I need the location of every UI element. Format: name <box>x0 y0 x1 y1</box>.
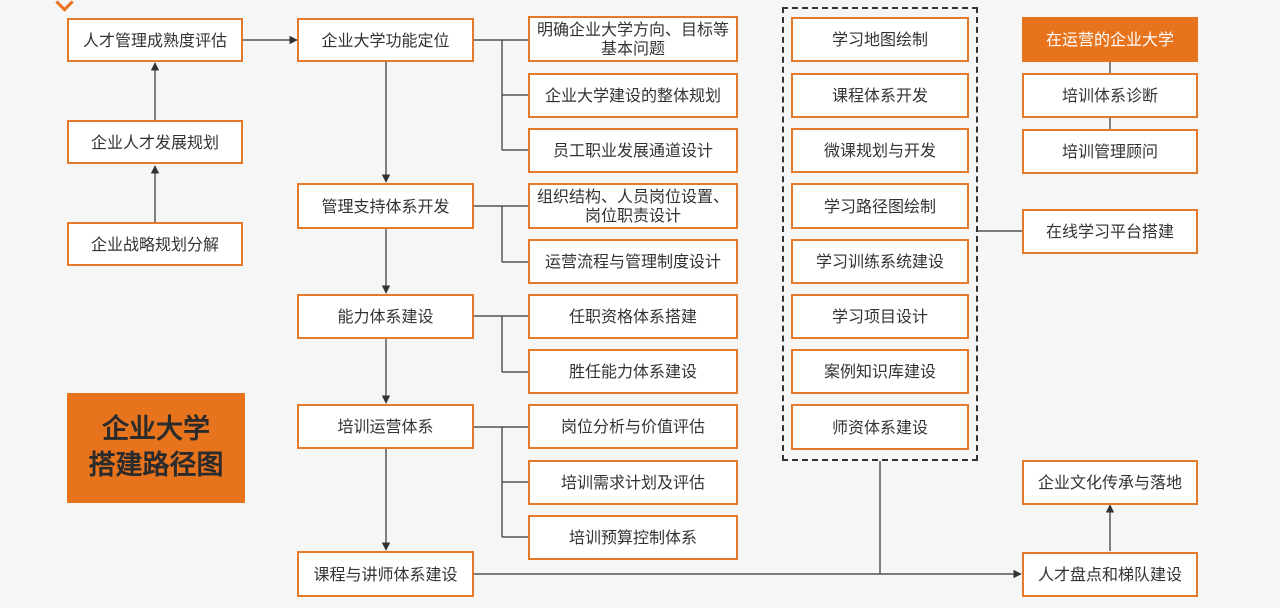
node-training-operations: 培训运营体系 <box>297 404 474 449</box>
title-line-2: 搭建路径图 <box>88 450 224 481</box>
node-strategy-decomposition: 企业战略规划分解 <box>67 222 243 266</box>
node-operating-university-header: 在运营的企业大学 <box>1022 17 1198 62</box>
node-sub-budget-control: 培训预算控制体系 <box>528 515 738 560</box>
title-line-1: 企业大学 <box>102 414 210 445</box>
node-training-diagnosis: 培训体系诊断 <box>1022 73 1198 118</box>
node-culture-inheritance: 企业文化传承与落地 <box>1022 460 1198 505</box>
node-course-development: 课程体系开发 <box>791 73 969 118</box>
node-learning-training-system: 学习训练系统建设 <box>791 239 969 284</box>
node-sub-org-structure: 组织结构、人员岗位设置、 岗位职责设计 <box>528 183 738 229</box>
node-sub-career-path: 员工职业发展通道设计 <box>528 128 738 173</box>
node-sub-competency: 胜任能力体系建设 <box>528 349 738 394</box>
node-sub-overall-plan: 企业大学建设的整体规划 <box>528 73 738 118</box>
node-management-support: 管理支持体系开发 <box>297 183 474 229</box>
node-sub-direction-goals: 明确企业大学方向、目标等 基本问题 <box>528 16 738 62</box>
node-talent-review: 人才盘点和梯队建设 <box>1022 552 1198 597</box>
learning-group-frame <box>782 7 978 461</box>
node-sub-training-needs: 培训需求计划及评估 <box>528 460 738 505</box>
node-case-knowledge-base: 案例知识库建设 <box>791 349 969 394</box>
node-learning-map: 学习地图绘制 <box>791 17 969 62</box>
node-faculty-system: 师资体系建设 <box>791 404 969 450</box>
diagram-title: 企业大学 搭建路径图 <box>67 393 245 503</box>
node-course-instructor-system: 课程与讲师体系建设 <box>297 551 474 597</box>
node-sub-job-analysis: 岗位分析与价值评估 <box>528 404 738 449</box>
node-capability-system: 能力体系建设 <box>297 294 474 339</box>
node-learning-path: 学习路径图绘制 <box>791 183 969 229</box>
node-microcourse: 微课规划与开发 <box>791 128 969 173</box>
node-training-consultant: 培训管理顾问 <box>1022 129 1198 174</box>
node-learning-project: 学习项目设计 <box>791 294 969 339</box>
node-online-platform: 在线学习平台搭建 <box>1022 209 1198 254</box>
node-sub-operations-process: 运营流程与管理制度设计 <box>528 239 738 284</box>
node-sub-qualification: 任职资格体系搭建 <box>528 294 738 339</box>
node-talent-maturity-assessment: 人才管理成熟度评估 <box>67 18 243 62</box>
node-function-positioning: 企业大学功能定位 <box>297 18 474 62</box>
node-talent-development-plan: 企业人才发展规划 <box>67 120 243 164</box>
